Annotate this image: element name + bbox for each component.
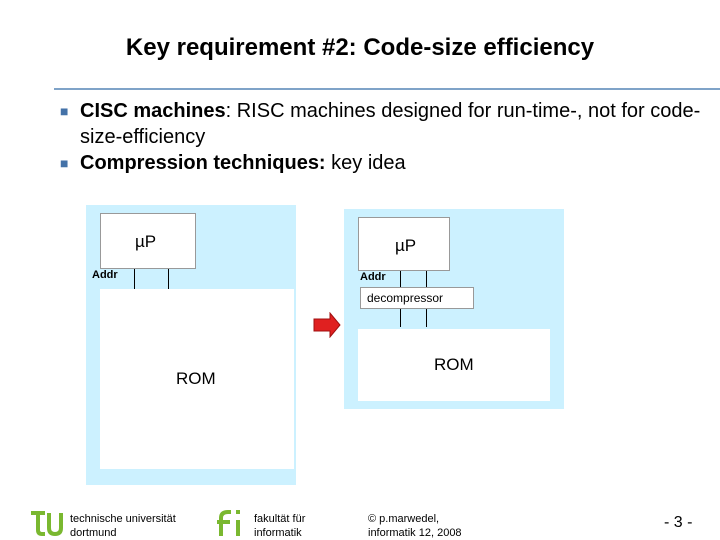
diagram-compressed: µP Addr decompressor ROM: [344, 209, 564, 409]
arrow-right-icon: [313, 312, 341, 338]
bullet-square-icon: ■: [60, 103, 69, 119]
data-line: [168, 269, 169, 289]
tu-logo-icon: [31, 511, 63, 536]
addr-label: Addr: [360, 271, 386, 283]
footer: technische universität dortmund fakultät…: [0, 500, 720, 540]
addr-line-lower: [400, 309, 401, 327]
diagram-uncompressed: µP Addr ROM: [86, 205, 296, 485]
bullet-bold: Compression techniques:: [80, 152, 326, 174]
bullet-list: ■ CISC machines: RISC machines designed …: [60, 98, 710, 176]
bullet-bold: CISC machines: [80, 100, 226, 122]
addr-line: [400, 271, 401, 287]
addr-label: Addr: [92, 269, 118, 281]
rom-box: ROM: [358, 329, 550, 401]
bullet-text: : RISC machines designed for run-time-, …: [80, 100, 701, 148]
footer-faculty: fakultät für informatik: [254, 513, 306, 539]
bullet-item: ■ Compression techniques: key idea: [60, 150, 710, 176]
footer-copyright: © p.marwedel, informatik 12, 2008: [368, 513, 462, 539]
cpu-box: µP: [358, 217, 450, 271]
bullet-text: key idea: [325, 152, 406, 174]
footer-university: technische universität dortmund: [70, 513, 176, 539]
cpu-box: µP: [100, 213, 196, 269]
data-line: [426, 271, 427, 287]
page-number: - 3 -: [664, 514, 693, 531]
title-divider: [54, 88, 720, 90]
fi-logo-icon: [217, 510, 240, 536]
rom-box: ROM: [100, 289, 294, 469]
bullet-item: ■ CISC machines: RISC machines designed …: [60, 98, 710, 150]
decompressor-box: decompressor: [360, 287, 474, 309]
bullet-square-icon: ■: [60, 155, 69, 171]
addr-line: [134, 269, 135, 289]
data-line-lower: [426, 309, 427, 327]
slide-title: Key requirement #2: Code-size efficiency: [125, 34, 595, 61]
